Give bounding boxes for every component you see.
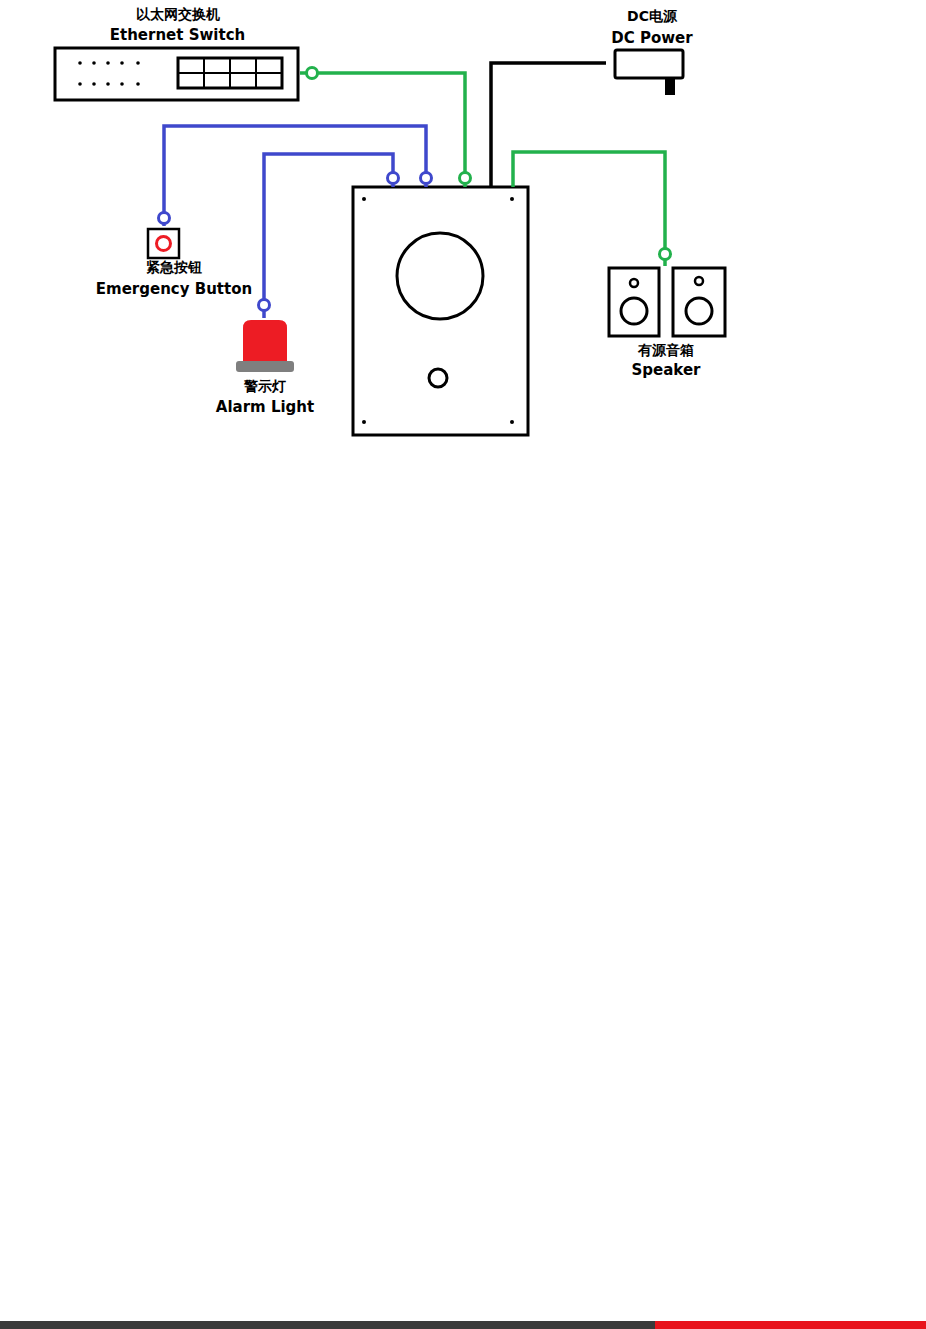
wire-line bbox=[300, 73, 465, 187]
wire bbox=[259, 154, 399, 318]
label-english: Ethernet Switch bbox=[55, 26, 300, 44]
wire-line bbox=[264, 154, 393, 318]
dc-adapter bbox=[615, 50, 683, 95]
alarm-light: 警示灯 Alarm Light bbox=[210, 318, 320, 418]
label-chinese: DC电源 bbox=[606, 8, 698, 25]
label-english: DC Power bbox=[606, 29, 698, 47]
wire-line bbox=[164, 126, 426, 226]
connector-ring bbox=[259, 300, 270, 311]
label-english: Speaker bbox=[602, 361, 730, 379]
ethernet-switch: 以太网交换机 Ethernet Switch bbox=[55, 4, 300, 101]
wire-line bbox=[491, 63, 606, 187]
speaker-icons bbox=[609, 268, 725, 336]
intercom-panel bbox=[353, 187, 528, 435]
label-english: Emergency Button bbox=[90, 280, 258, 298]
active-speaker: 有源音箱 Speaker bbox=[602, 266, 730, 380]
connector-ring bbox=[307, 68, 318, 79]
connector-ring bbox=[421, 173, 432, 184]
alarm-light-icon bbox=[236, 320, 294, 372]
connector-ring bbox=[660, 249, 671, 260]
emergency-button: 紧急按钮 Emergency Button bbox=[90, 226, 258, 302]
connector-ring bbox=[388, 173, 399, 184]
connector-ring bbox=[159, 213, 170, 224]
dc-power: DC电源 DC Power bbox=[606, 4, 698, 96]
ethernet-switch bbox=[55, 48, 298, 100]
intercom-panel bbox=[353, 187, 528, 435]
label-chinese: 有源音箱 bbox=[602, 342, 730, 359]
footer-bar bbox=[0, 1321, 926, 1329]
wire bbox=[159, 126, 432, 226]
emergency-button-icon bbox=[148, 229, 179, 258]
label-chinese: 紧急按钮 bbox=[90, 259, 258, 276]
wire bbox=[491, 63, 606, 187]
label-chinese: 以太网交换机 bbox=[55, 6, 300, 23]
label-chinese: 警示灯 bbox=[210, 378, 320, 395]
label-english: Alarm Light bbox=[210, 398, 320, 416]
wire-line bbox=[513, 152, 665, 266]
connector-ring bbox=[460, 173, 471, 184]
wire bbox=[513, 152, 671, 266]
